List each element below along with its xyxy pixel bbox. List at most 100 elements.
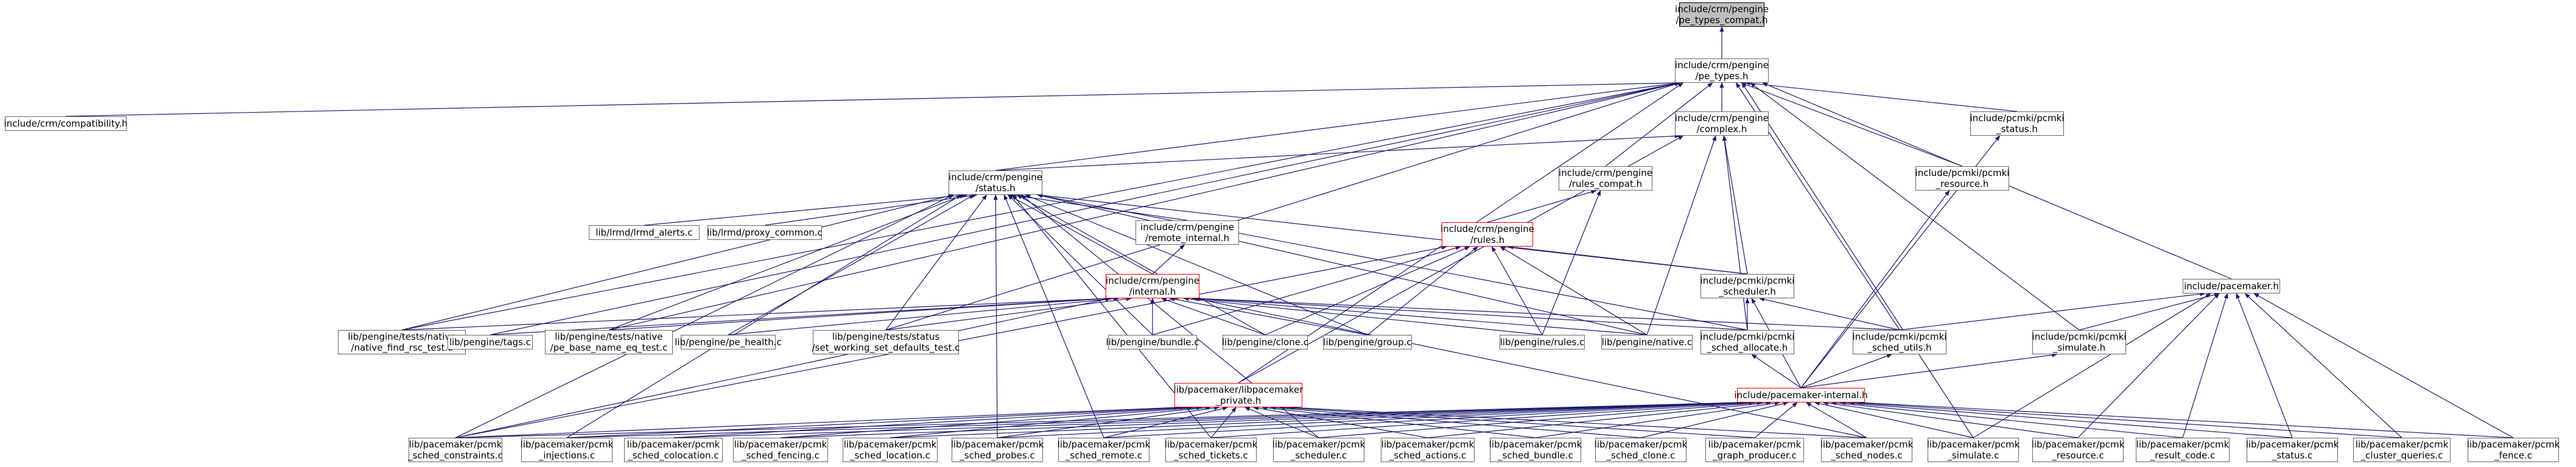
node-sched-utils-h[interactable]: include/pcmki/pcmki _sched_utils.h xyxy=(1852,330,1947,354)
edge-fimd-alerts-to-pengine-status xyxy=(644,193,968,226)
node-pe-base-name[interactable]: lib/pengine/tests/native /pe_base_name_e… xyxy=(545,330,673,354)
node-rules-compat[interactable]: include/crm/pengine /rules_compat.h xyxy=(1559,166,1652,191)
edge-simulate-c-to-pacemaker-internal xyxy=(1814,401,1974,438)
edge-fence-c-to-pacemaker-internal xyxy=(1857,400,2514,438)
edge-sched-tickets-to-pacemaker-internal xyxy=(1210,400,1755,438)
edge-native-find-rsc-to-pengine-status xyxy=(401,194,954,331)
edge-pcmki-scheduler-to-rules-h xyxy=(1507,245,1748,275)
edge-sched-actions-to-libpacemaker-private xyxy=(1252,406,1428,438)
node-group-c[interactable]: lib/pengine/group.c xyxy=(1323,335,1412,349)
node-pacemaker-internal[interactable]: include/pacemaker-internal.h xyxy=(1734,388,1868,402)
node-remote-internal[interactable]: include/crm/pengine /remote_internal.h xyxy=(1135,220,1239,245)
edge-rules-c-to-rules-compat xyxy=(1542,190,1601,335)
edge-sched-location-to-pacemaker-internal xyxy=(890,400,1742,438)
edge-cluster-queries-to-pacemaker-internal xyxy=(1848,400,2402,438)
node-sched-clone[interactable]: lib/pacemaker/pcmk _sched_clone.c xyxy=(1594,438,1688,462)
node-sched-fencing[interactable]: lib/pacemaker/pcmk _sched_fencing.c xyxy=(733,438,828,462)
edge-clone-c-to-pengine-status xyxy=(1016,194,1266,335)
node-sched-constraints[interactable]: lib/pacemaker/pcmk _sched_constraints.c xyxy=(408,438,503,462)
node-sched-probes[interactable]: lib/pacemaker/pcmk _sched_probes.c xyxy=(950,438,1044,462)
edge-sched-nodes-to-pacemaker-internal xyxy=(1805,402,1867,438)
edge-sched-allocate-h-to-pengine-internal xyxy=(1194,296,1748,331)
node-native-c[interactable]: lib/pengine/native.c xyxy=(1601,335,1693,349)
node-sched-remote[interactable]: lib/pacemaker/pcmk _sched_remote.c xyxy=(1057,438,1151,462)
node-proxy-common[interactable]: lib/lrmd/proxy_common.c xyxy=(707,225,823,240)
edge-simulate-c-to-pe-types xyxy=(1741,82,1974,438)
edge-pcmki-resource-to-pe-types xyxy=(1740,82,1963,167)
edge-pacemaker-internal-to-sched-utils-h xyxy=(1800,354,1892,388)
node-compatibility[interactable]: include/crm/compatibility.h xyxy=(4,116,127,131)
edge-cluster-queries-to-pacemaker-h xyxy=(2244,293,2402,438)
edge-proxy-common-to-pengine-status xyxy=(764,193,978,226)
node-sched-allocate-h[interactable]: include/pcmki/pcmki _sched_allocate.h xyxy=(1700,330,1795,354)
edge-simulate-h-to-pacemaker-h xyxy=(2079,292,2220,331)
node-sched-bundle[interactable]: lib/pacemaker/pcmk _sched_bundle.c xyxy=(1489,438,1582,462)
edge-bundle-c-to-rules-h xyxy=(1152,245,1461,335)
node-sched-location[interactable]: lib/pacemaker/pcmk _sched_location.c xyxy=(843,438,938,462)
node-tags-c[interactable]: lib/pengine/tags.c xyxy=(447,335,533,349)
node-complex[interactable]: include/crm/pengine /complex.h xyxy=(1675,111,1769,136)
edge-rules-compat-to-pe-types xyxy=(1605,82,1713,167)
edge-sched-utils-h-to-pengine-internal xyxy=(1194,296,1900,331)
edge-pcmki-status-to-pe-types xyxy=(1744,81,2018,112)
edge-sched-constraints-to-pengine-internal xyxy=(455,297,1111,438)
edge-sched-constraints-to-libpacemaker-private xyxy=(455,405,1180,438)
edge-sched-tickets-to-libpacemaker-private xyxy=(1210,407,1237,438)
edge-group-c-to-rules-h xyxy=(1367,246,1478,335)
edge-status-c-to-pacemaker-h xyxy=(2236,293,2293,438)
edge-sched-clone-to-pacemaker-internal xyxy=(1640,401,1789,438)
edge-pengine-status-to-complex xyxy=(995,133,1680,171)
edge-sched-remote-to-libpacemaker-private xyxy=(1103,406,1229,438)
node-sched-tickets[interactable]: lib/pacemaker/pcmk _sched_tickets.c xyxy=(1164,438,1258,462)
node-simulate-h[interactable]: include/pcmki/pcmki _simulate.h xyxy=(2032,330,2127,354)
edge-tags-c-to-pe-types xyxy=(490,82,1680,335)
node-injections[interactable]: lib/pacemaker/pcmk _injections.c xyxy=(520,438,614,462)
node-pacemaker-h[interactable]: include/pacemaker.h xyxy=(2183,279,2280,293)
edge-sched-colocation-to-libpacemaker-private xyxy=(673,405,1194,438)
edge-scheduler-c-to-libpacemaker-private xyxy=(1244,407,1319,438)
edge-native-find-rsc-to-pe-types xyxy=(401,82,1680,331)
edge-result-code-to-pacemaker-internal xyxy=(1831,401,2183,438)
node-sched-nodes[interactable]: lib/pacemaker/pcmk _sched_nodes.c xyxy=(1820,438,1914,462)
node-native-find-rsc[interactable]: lib/pengine/tests/native /native_find_rs… xyxy=(338,330,466,354)
node-set-working[interactable]: lib/pengine/tests/status /set_working_se… xyxy=(812,330,960,354)
edge-resource-c-to-pacemaker-h xyxy=(2077,293,2220,438)
edge-native-c-to-rules-h xyxy=(1500,246,1648,335)
edge-pengine-internal-to-pengine-status xyxy=(1007,194,1153,275)
edge-pengine-internal-to-remote-internal xyxy=(1152,244,1185,275)
node-clone-c[interactable]: lib/pengine/clone.c xyxy=(1222,335,1308,349)
node-status-c[interactable]: lib/pacemaker/pcmk _status.c xyxy=(2245,438,2339,462)
node-libpacemaker-private[interactable]: lib/pacemaker/libpacemaker _private.h xyxy=(1173,383,1304,407)
node-scheduler-c[interactable]: lib/pacemaker/pcmk _scheduler.c xyxy=(1272,438,1366,462)
edge-resource-c-to-pacemaker-internal xyxy=(1822,401,2079,438)
node-sched-actions[interactable]: lib/pacemaker/pcmk _sched_actions.c xyxy=(1381,438,1475,462)
node-rules-c[interactable]: lib/pengine/rules.c xyxy=(1500,335,1585,349)
node-cluster-queries[interactable]: lib/pacemaker/pcmk _cluster_queries.c xyxy=(2353,438,2451,462)
edge-pacemaker-internal-to-sched-allocate-h xyxy=(1751,354,1802,388)
node-pengine-internal[interactable]: include/crm/pengine /internal.h xyxy=(1106,274,1199,298)
edge-rules-c-to-pengine-internal xyxy=(1183,297,1543,335)
node-pcmki-scheduler[interactable]: include/pcmki/pcmki _scheduler.h xyxy=(1700,274,1795,298)
edge-graph-producer-to-libpacemaker-private xyxy=(1279,405,1755,438)
node-pengine-status[interactable]: include/crm/pengine /status.h xyxy=(949,170,1042,195)
node-pe-health[interactable]: lib/pengine/pe_health.c xyxy=(675,335,782,349)
edge-pe-base-name-to-pengine-internal xyxy=(608,296,1111,331)
edge-sched-nodes-to-pengine-internal xyxy=(1194,297,1867,438)
node-pcmki-resource[interactable]: include/pcmki/pcmki _resource.h xyxy=(1915,166,2010,191)
edge-sched-colocation-to-pacemaker-internal xyxy=(673,400,1742,438)
node-result-code[interactable]: lib/pacemaker/pcmk _result_code.c xyxy=(2136,438,2230,462)
node-rules-h[interactable]: include/crm/pengine /rules.h xyxy=(1441,222,1534,247)
node-resource-c[interactable]: lib/pacemaker/pcmk _resource.c xyxy=(2031,438,2125,462)
node-pcmki-status[interactable]: include/pcmki/pcmki _status.h xyxy=(1970,111,2065,136)
node-graph-producer[interactable]: lib/pacemaker/pcmk _graph_producer.c xyxy=(1705,438,1804,462)
edge-rules-c-to-rules-h xyxy=(1491,246,1543,335)
node-bundle-c[interactable]: lib/pengine/bundle.c xyxy=(1106,335,1199,349)
node-fimd-alerts[interactable]: lib/lrmd/lrmd_alerts.c xyxy=(589,225,700,240)
edge-tags-c-to-pengine-internal xyxy=(490,296,1111,335)
edges-group xyxy=(65,26,2514,438)
node-sched-colocation[interactable]: lib/pacemaker/pcmk _sched_colocation.c xyxy=(624,438,723,462)
node-simulate-c[interactable]: lib/pacemaker/pcmk _simulate.c xyxy=(1926,438,2020,462)
edge-injections-to-libpacemaker-private xyxy=(566,405,1185,438)
node-fence-c[interactable]: lib/pacemaker/pcmk _fence.c xyxy=(2466,438,2560,462)
node-pe-types[interactable]: include/crm/pengine /pe_types.h xyxy=(1675,58,1769,83)
